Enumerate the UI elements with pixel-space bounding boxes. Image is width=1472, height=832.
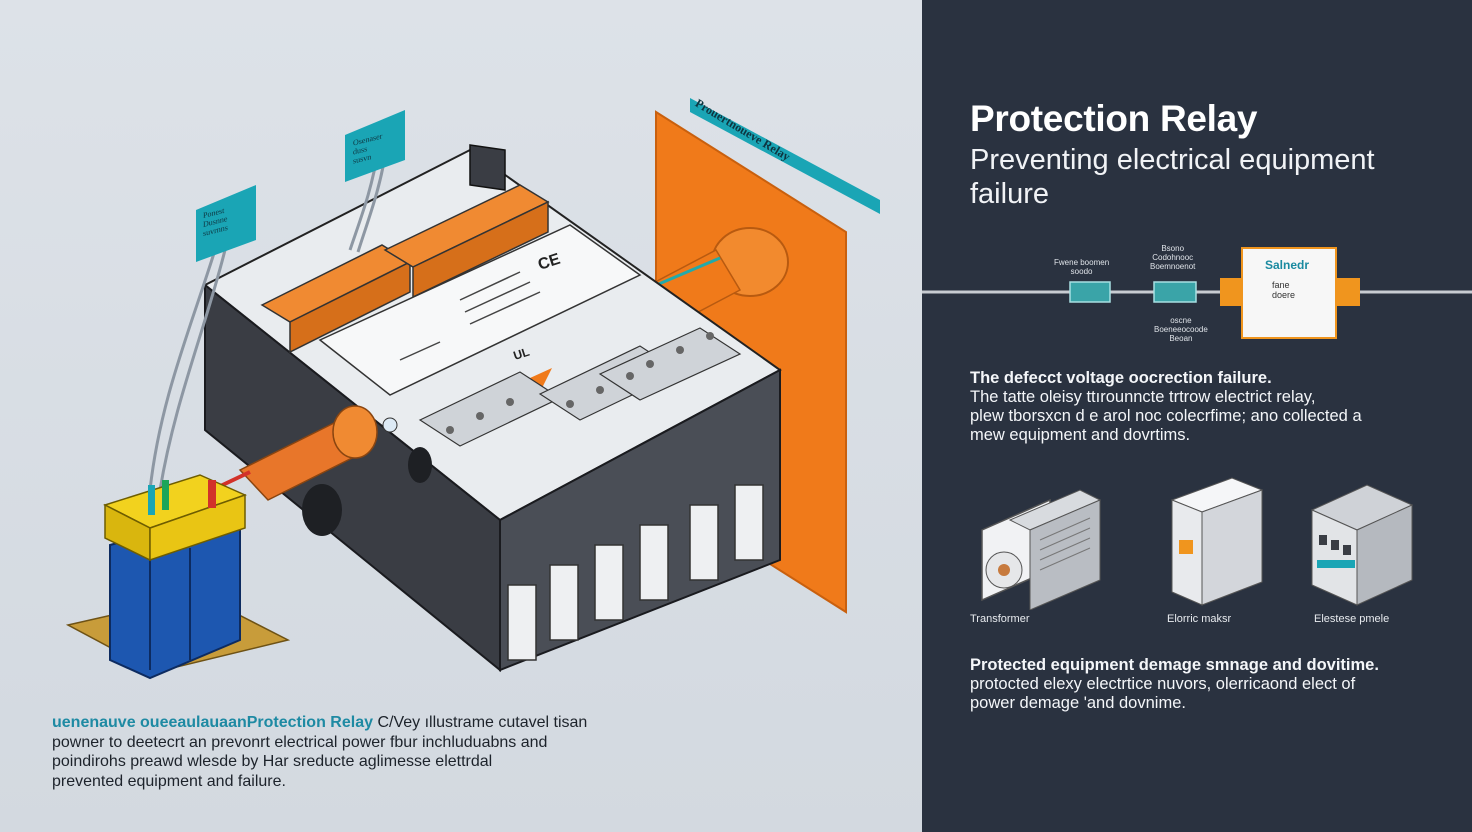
defect-paragraph: The defecct voltage oocrection failure. … bbox=[970, 369, 1450, 445]
caption-line-2: powner to deetecrt an prevonrt electrica… bbox=[52, 733, 548, 751]
blue-terminal-block bbox=[65, 474, 291, 680]
relay-illustration: CE UL bbox=[65, 98, 880, 680]
protected-paragraph-line-3: power demage 'and dovnime. bbox=[970, 694, 1186, 712]
diagram-label-1: Fwene boomen soodo bbox=[1054, 258, 1110, 276]
wire-tag-middle-label: Osenaser duss susvn bbox=[353, 131, 383, 166]
defect-paragraph-line-2: The tatte oleisy ttırounncte trtrow elec… bbox=[970, 388, 1316, 406]
terminal-screw-blocks bbox=[418, 327, 742, 447]
relay-terminal-right bbox=[1334, 278, 1360, 306]
caption-line-1: uenenauve oueeaulauaanProtection Relay C… bbox=[52, 713, 612, 733]
protected-paragraph-lead: Protected equipment demage smnage and do… bbox=[970, 656, 1379, 674]
electric-motor-icon bbox=[1170, 477, 1264, 606]
fuse-component-1 bbox=[1069, 281, 1111, 303]
page-subtitle: Preventing electrical equipment failure bbox=[970, 144, 1375, 210]
relay-box-text: fane doere bbox=[1272, 280, 1296, 300]
electric-motor-label: Elorric maksr bbox=[1167, 613, 1232, 625]
relay-box bbox=[1241, 247, 1337, 339]
caption-prefix: uenenauve oueeaulauaan bbox=[52, 714, 247, 731]
page-title: Protection Relay bbox=[970, 98, 1258, 139]
diagram-label-2: Bsono Codohnooc Boemnoenot bbox=[1150, 244, 1196, 271]
relay-label-face bbox=[318, 224, 642, 396]
defect-paragraph-line-3: plew tborsxcn d e arol noc colecrfime; a… bbox=[970, 407, 1362, 425]
illustration-caption: uenenauve oueeaulauaanProtection Relay C… bbox=[52, 713, 612, 791]
defect-paragraph-line-4: mew equipment and dovrtims. bbox=[970, 426, 1191, 444]
caption-line-1-rest: C/Vey ıllustrame cutavel tisan bbox=[373, 714, 588, 731]
front-connector-tabs bbox=[507, 484, 764, 661]
transformer-label: Transformer bbox=[970, 613, 1030, 625]
defect-paragraph-lead: The defecct voltage oocrection failure. bbox=[970, 369, 1272, 387]
ul-mark: UL bbox=[512, 345, 532, 363]
illustration-panel: CE UL bbox=[0, 0, 922, 832]
relay-box-title: Salnedr bbox=[1265, 258, 1310, 272]
fuse-component-2 bbox=[1153, 281, 1197, 303]
teal-label-strip bbox=[690, 98, 880, 214]
caption-line-3: poindirohs preawd wlesde by Har sreducte… bbox=[52, 753, 493, 770]
caption-line-4: prevented equipment and failure. bbox=[52, 772, 286, 790]
ce-mark: CE bbox=[536, 251, 563, 274]
info-panel: Protection Relay Preventing electrical e… bbox=[922, 0, 1472, 832]
terminal-block-row-back bbox=[260, 184, 550, 354]
transformer-icon bbox=[981, 489, 1102, 610]
electrical-panel-label: Elestese pmele bbox=[1314, 613, 1390, 625]
relay-circuit-diagram bbox=[922, 247, 1472, 339]
wire-tag-left-label: Ponest Dusnne suvrnns bbox=[203, 205, 228, 239]
protected-paragraph-line-2: protocted elexy electrtice nuvors, olerr… bbox=[970, 675, 1356, 693]
caption-highlight: Protection Relay bbox=[246, 714, 373, 731]
diagram-label-3: oscne Boeneeocoode Beoan bbox=[1154, 316, 1208, 343]
electrical-panel-icon bbox=[1310, 484, 1414, 606]
protected-equipment-paragraph: Protected equipment demage smnage and do… bbox=[970, 656, 1450, 713]
